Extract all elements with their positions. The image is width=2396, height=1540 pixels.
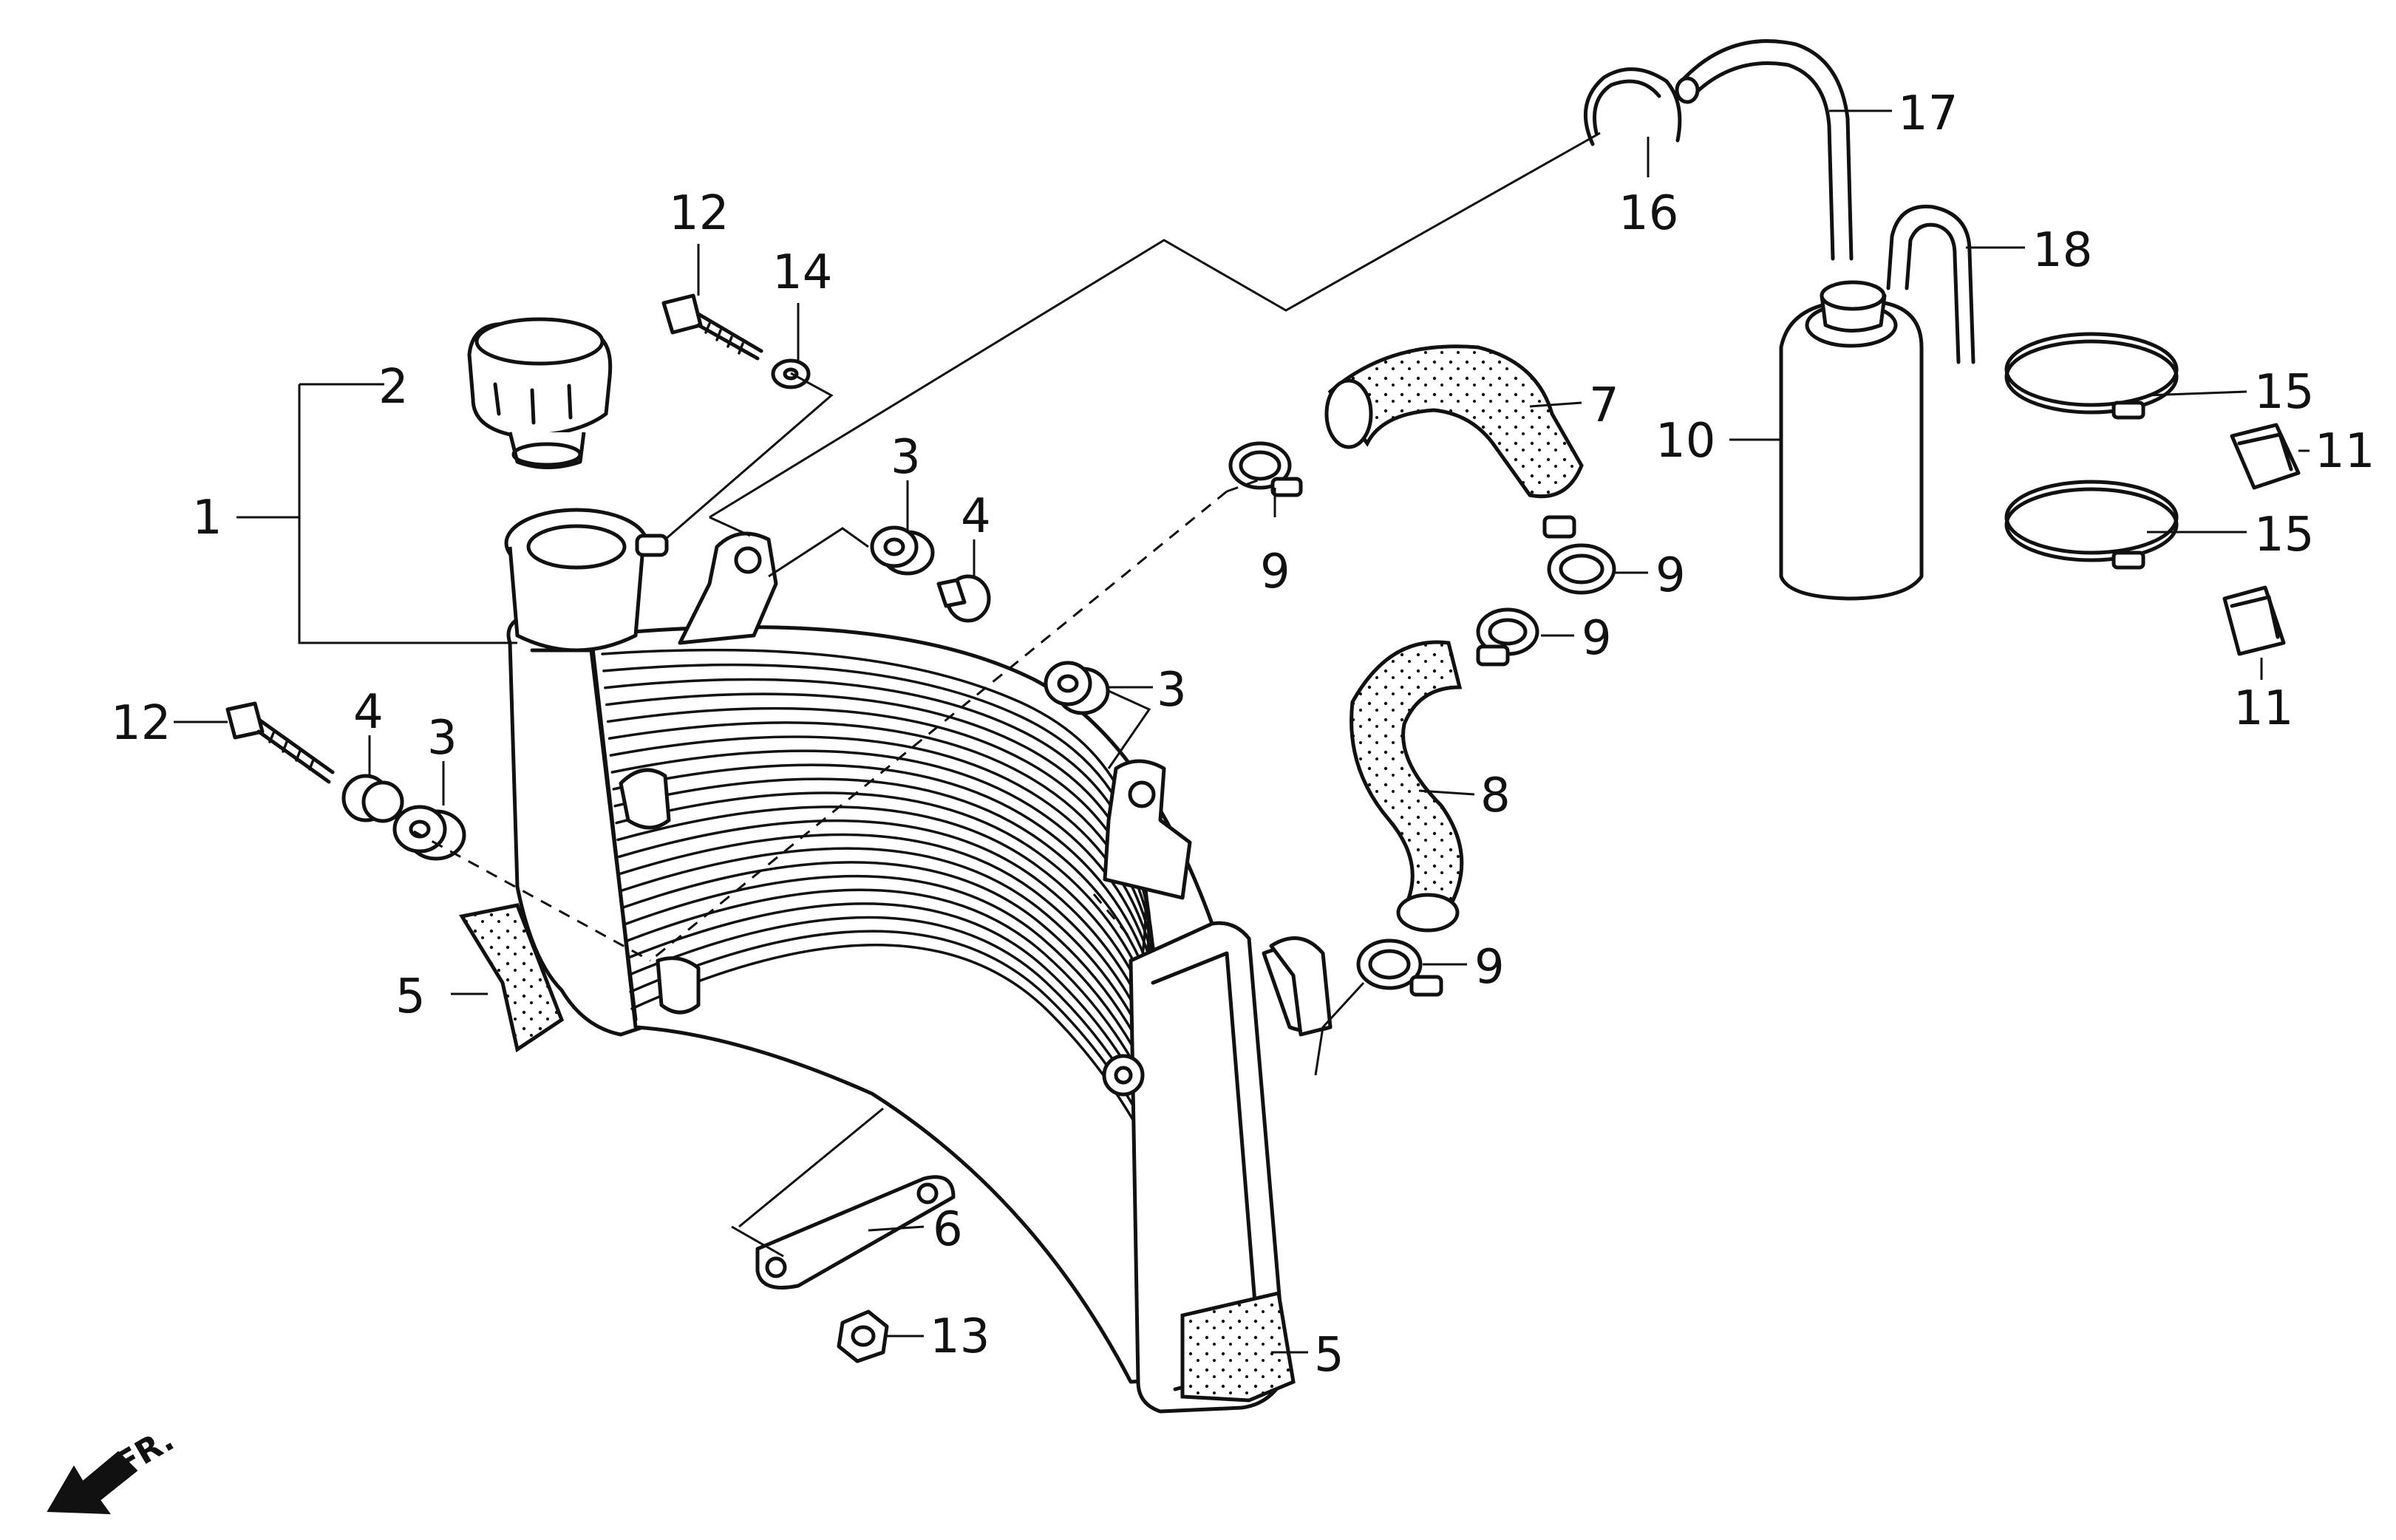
pad-5-left [459, 903, 565, 1053]
nut-13 [837, 1309, 889, 1363]
radiator-fin [605, 692, 1156, 1019]
label-16: 16 [1619, 186, 1678, 241]
label-9-b: 9 [1655, 548, 1686, 603]
radiator-cap [467, 317, 613, 469]
hose-clamp-9-b [1542, 515, 1616, 595]
radiator [504, 508, 1333, 1414]
collar-4-upper [936, 574, 991, 623]
band-15-upper [2004, 332, 2179, 420]
hose-7 [1327, 344, 1584, 499]
bolt-12-upper [661, 293, 763, 361]
bypass-pipe [1269, 936, 1333, 1037]
stay-6 [755, 1175, 956, 1289]
hose-8 [1350, 640, 1464, 911]
label-3-middle: 3 [1157, 663, 1187, 718]
label-11-upper: 11 [2315, 424, 2375, 479]
label-3-lower: 3 [427, 711, 457, 766]
label-1: 1 [192, 491, 222, 545]
clip-16 [1583, 67, 1682, 146]
label-8: 8 [1480, 769, 1511, 823]
label-14: 14 [772, 245, 832, 300]
band-15-lower [2004, 480, 2179, 570]
callout-labels: 1 2 3 3 3 4 4 5 5 6 7 8 9 9 9 9 10 11 11… [111, 86, 2375, 1383]
collar-4-lower [341, 774, 404, 823]
pad-5-right [1180, 1290, 1296, 1403]
hose-clamp-9-a [1228, 441, 1303, 497]
label-5-right: 5 [1314, 1328, 1344, 1383]
cushion-11-upper [2230, 423, 2301, 490]
label-7: 7 [1589, 378, 1619, 433]
radiator-fin [607, 721, 1162, 1057]
label-15-upper: 15 [2254, 365, 2314, 420]
label-4-lower: 4 [353, 685, 384, 740]
cushion-11-lower [2222, 585, 2286, 656]
arrow-down-left-icon [47, 1451, 138, 1515]
label-9-d: 9 [1474, 940, 1505, 995]
grommet-3-upper [870, 525, 935, 576]
label-3-upper: 3 [891, 430, 921, 485]
label-17: 17 [1898, 86, 1958, 141]
radiator-fin [606, 706, 1159, 1038]
label-13: 13 [930, 1309, 990, 1364]
hose-clamp-9-d [1356, 938, 1443, 997]
label-12-upper: 12 [669, 186, 729, 241]
grommet-3-middle [1044, 661, 1110, 715]
label-18: 18 [2032, 223, 2092, 278]
label-2: 2 [378, 360, 409, 415]
reserve-tank-10 [1779, 280, 1924, 601]
label-11-lower: 11 [2233, 681, 2293, 736]
label-12-lower: 12 [111, 696, 171, 751]
siphon-tube-17 [1679, 39, 1854, 261]
bolt-12-lower [225, 701, 335, 784]
front-indicator: FR. [47, 1421, 180, 1515]
leader-lines [174, 109, 2310, 1354]
label-4-upper: 4 [961, 489, 991, 544]
overflow-tube-18 [1886, 205, 1975, 364]
label-10: 10 [1655, 414, 1715, 469]
hose-clamp-9-c [1476, 607, 1539, 667]
label-9-a: 9 [1260, 545, 1290, 599]
label-15-lower: 15 [2254, 508, 2314, 562]
grommet-3-lower [392, 805, 466, 861]
label-9-c: 9 [1582, 611, 1612, 666]
label-6: 6 [933, 1202, 963, 1257]
label-5-left: 5 [395, 970, 426, 1024]
